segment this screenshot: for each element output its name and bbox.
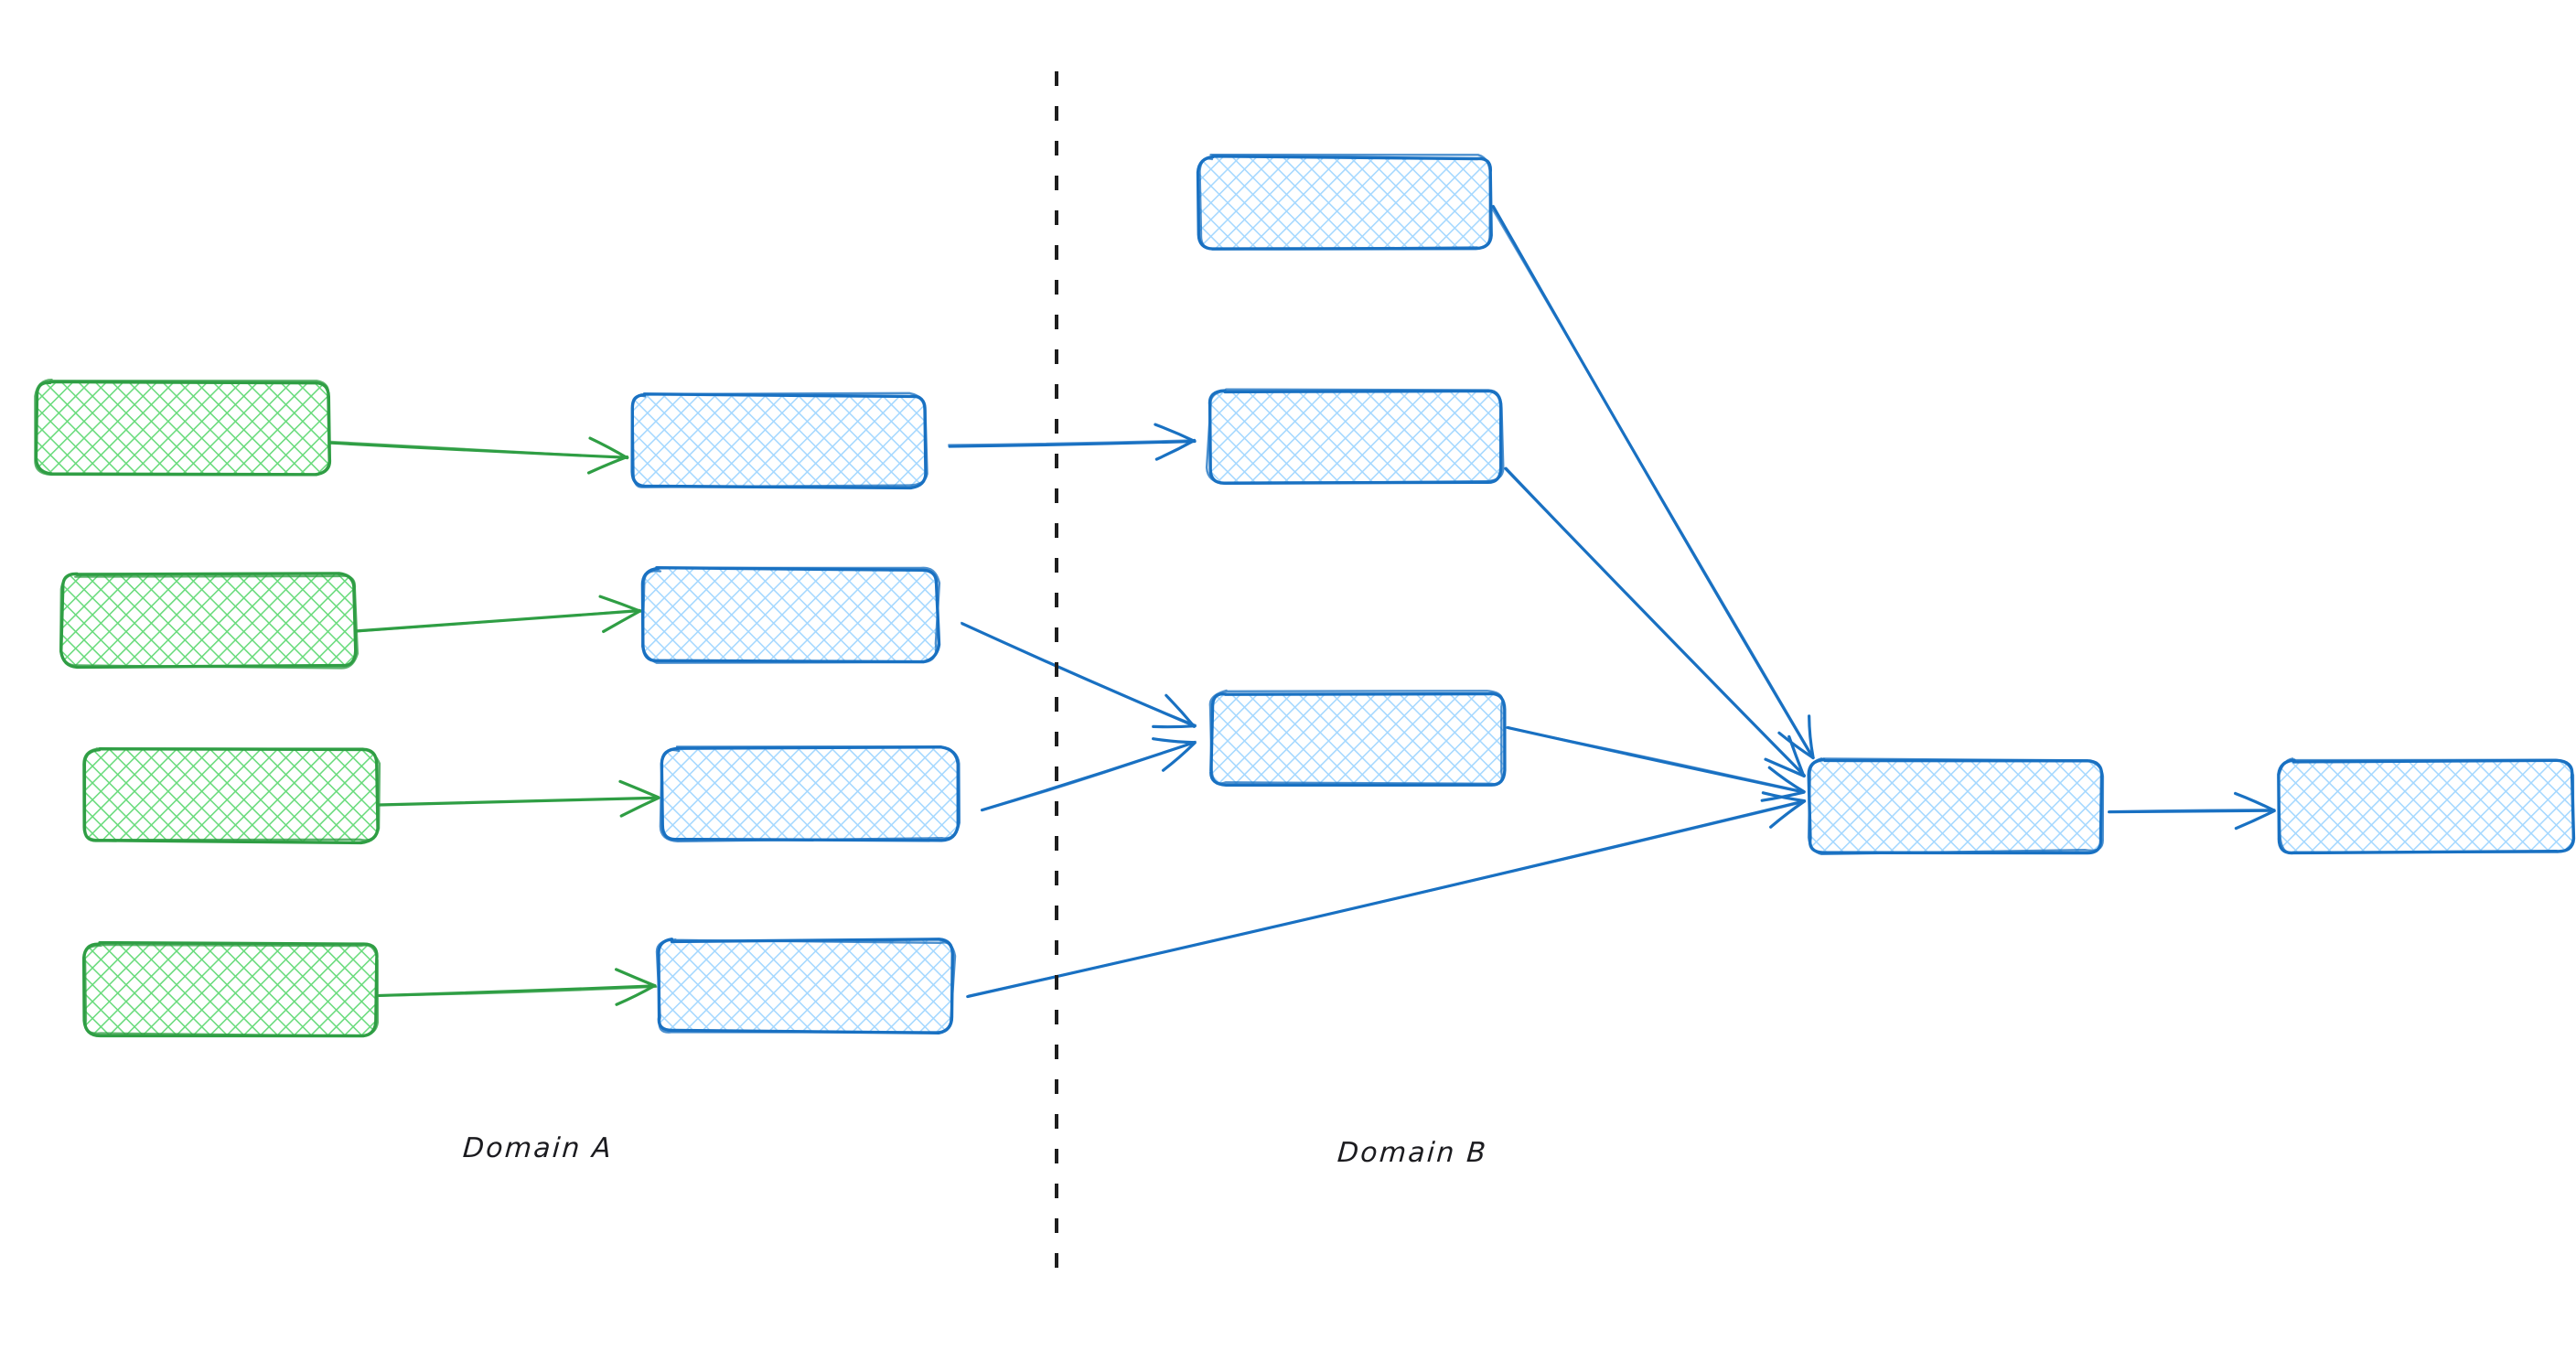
node-outline xyxy=(83,943,380,1037)
edge-arrowhead-barb xyxy=(2234,791,2276,812)
edge-b4-to-b5[interactable] xyxy=(2108,791,2276,831)
node-a4[interactable] xyxy=(81,940,380,1038)
node-fill xyxy=(84,944,377,1035)
edge-arrowhead-barb xyxy=(615,983,657,1006)
edge-arrowhead-barb xyxy=(1165,693,1196,728)
node-outline xyxy=(631,391,928,488)
edge-b2-to-b4[interactable] xyxy=(1504,466,1806,778)
node-layer xyxy=(34,154,2576,1038)
node-b2[interactable] xyxy=(1205,388,1505,486)
node-fill xyxy=(659,940,953,1032)
edge-arrowhead-barb xyxy=(618,779,660,799)
edge-arrowhead-barb xyxy=(1767,766,1806,794)
edge-shaft xyxy=(948,439,1197,448)
edge-shaft xyxy=(2108,809,2276,813)
node-fill xyxy=(2280,761,2572,852)
edge-arrowhead-barb xyxy=(1764,757,1806,778)
edge-shaft xyxy=(1505,466,1805,777)
node-fill xyxy=(1198,157,1491,249)
edge-b3-to-b4[interactable] xyxy=(1505,725,1806,802)
edge-shaft xyxy=(1505,726,1805,793)
node-outline xyxy=(655,938,957,1034)
node-m4[interactable] xyxy=(655,938,957,1035)
edge-layer xyxy=(328,205,2276,1006)
edge-arrowhead-barb xyxy=(1152,724,1197,729)
node-m3[interactable] xyxy=(659,745,961,843)
edge-arrowhead-barb xyxy=(2234,809,2276,831)
node-outline xyxy=(1205,388,1505,486)
node-m1[interactable] xyxy=(630,391,928,490)
node-b4[interactable] xyxy=(1807,757,2105,856)
edge-shaft xyxy=(329,440,628,459)
edge-arrowhead-barb xyxy=(1161,741,1197,772)
edge-arrowhead-barb xyxy=(602,609,642,634)
node-fill xyxy=(662,748,957,840)
edge-arrowhead-barb xyxy=(1152,737,1197,745)
node-b1[interactable] xyxy=(1196,154,1493,251)
node-a1[interactable] xyxy=(34,379,332,477)
edge-arrowhead-barb xyxy=(1769,799,1807,829)
domain-a-label: Domain A xyxy=(461,1132,615,1164)
node-fill xyxy=(37,382,329,474)
node-fill xyxy=(1809,761,2102,852)
edge-a1-to-m1[interactable] xyxy=(328,436,629,475)
edge-m4-to-b4[interactable] xyxy=(966,791,1807,999)
node-outline xyxy=(1807,757,2105,856)
edge-shaft xyxy=(967,800,1805,997)
edge-a3-to-m3[interactable] xyxy=(377,779,660,818)
node-m2[interactable] xyxy=(640,565,941,664)
node-b5[interactable] xyxy=(2277,757,2576,855)
edge-arrowhead-barb xyxy=(588,436,629,460)
node-a3[interactable] xyxy=(82,747,381,845)
node-outline xyxy=(1198,154,1492,251)
edge-shaft xyxy=(354,608,641,633)
node-fill xyxy=(1211,693,1504,785)
node-outline xyxy=(641,566,941,664)
edge-shaft xyxy=(948,439,1197,446)
node-outline xyxy=(659,745,961,843)
edge-arrowhead-barb xyxy=(1154,423,1197,444)
edge-b1-to-b4[interactable] xyxy=(1490,205,1815,760)
domain-b-label: Domain B xyxy=(1336,1137,1489,1169)
node-outline xyxy=(1208,689,1504,786)
edge-m3-to-b3[interactable] xyxy=(980,737,1197,812)
edge-m1-to-b2[interactable] xyxy=(948,423,1197,461)
edge-arrowhead-barb xyxy=(598,595,642,613)
edge-shaft xyxy=(376,985,658,997)
edge-shaft xyxy=(982,740,1197,811)
edge-arrowhead-barb xyxy=(1787,734,1806,777)
node-fill xyxy=(643,569,938,660)
node-fill xyxy=(631,395,926,487)
node-fill xyxy=(62,574,355,666)
edge-shaft xyxy=(379,797,660,807)
node-outline xyxy=(34,379,330,477)
edge-arrowhead-barb xyxy=(1154,438,1197,461)
edge-arrowhead-barb xyxy=(1760,790,1806,802)
edge-a2-to-m2[interactable] xyxy=(354,595,642,634)
edge-m2-to-b3[interactable] xyxy=(960,621,1197,729)
node-fill xyxy=(84,750,377,841)
node-fill xyxy=(1209,391,1502,483)
edge-arrowhead-barb xyxy=(619,796,660,818)
node-a2[interactable] xyxy=(59,572,360,670)
edge-arrowhead-barb xyxy=(1777,731,1815,760)
edge-shaft xyxy=(1490,207,1814,758)
node-outline xyxy=(59,572,360,670)
node-outline xyxy=(2277,757,2575,854)
edge-arrowhead-barb xyxy=(586,455,629,475)
node-outline xyxy=(82,747,381,841)
edge-shaft xyxy=(960,621,1197,726)
edge-arrowhead-barb xyxy=(1808,714,1815,760)
edge-a4-to-m4[interactable] xyxy=(376,968,658,1006)
edge-arrowhead-barb xyxy=(614,968,657,988)
node-b3[interactable] xyxy=(1208,689,1507,788)
